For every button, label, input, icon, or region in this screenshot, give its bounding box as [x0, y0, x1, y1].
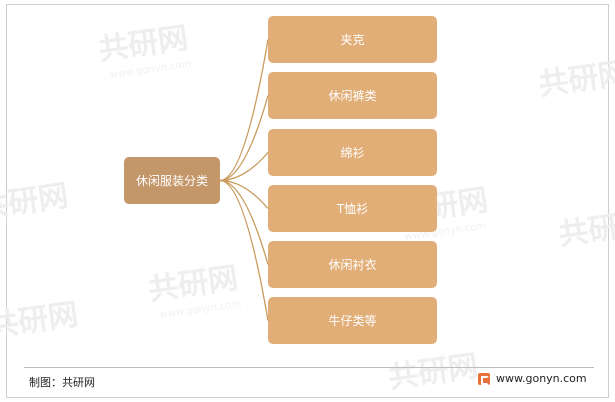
root-node: 休闲服装分类 — [124, 157, 220, 204]
child-label: 休闲衬衣 — [328, 258, 377, 272]
child-label: 牛仔类等 — [328, 314, 377, 328]
website-text: www.gonyn.com — [496, 372, 587, 385]
child-node-casual-shirt: 休闲衬衣 — [268, 241, 437, 288]
child-node-casual-pants: 休闲裤类 — [268, 72, 437, 119]
website-credit: www.gonyn.com — [478, 372, 587, 385]
connector-line — [219, 95, 269, 182]
child-label: T恤衫 — [336, 202, 369, 216]
child-node-tshirt: T恤衫 — [268, 185, 437, 232]
connector-line — [219, 152, 269, 182]
connector-line — [219, 179, 269, 265]
child-label: 夹克 — [340, 33, 365, 47]
connector-line — [219, 179, 269, 321]
connector-line — [219, 179, 269, 209]
root-label: 休闲服装分类 — [135, 174, 208, 188]
child-label: 休闲裤类 — [328, 89, 377, 103]
brand-logo-icon — [478, 372, 490, 385]
connector-line — [219, 39, 269, 182]
child-label: 绵衫 — [340, 146, 365, 160]
footer-divider — [24, 367, 594, 368]
source-caption: 制图：共研网 — [29, 376, 95, 389]
child-node-denim: 牛仔类等 — [268, 297, 437, 344]
child-node-jacket: 夹克 — [268, 16, 437, 63]
child-node-sweatshirt: 绵衫 — [268, 129, 437, 176]
